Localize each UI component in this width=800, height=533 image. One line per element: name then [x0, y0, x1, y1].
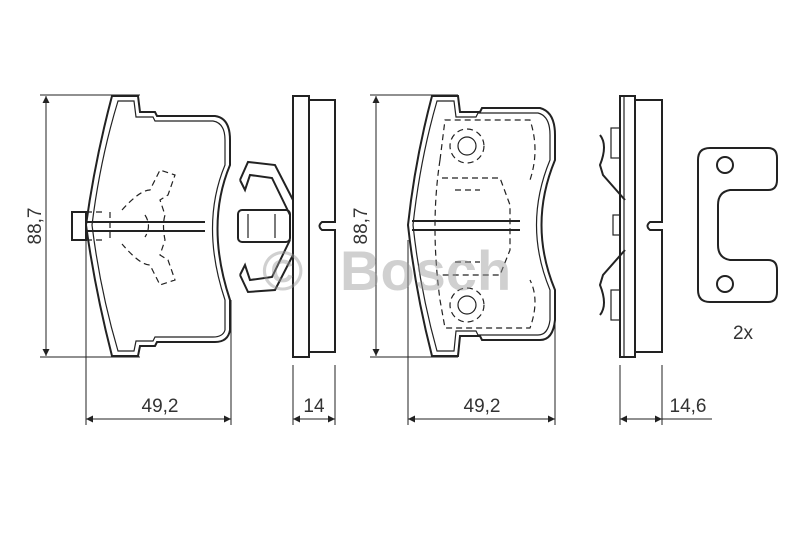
pad2-thickness-label: 14,6 [670, 396, 707, 417]
pad2-height-dimension: 88,7 [351, 94, 458, 358]
shim-hole-icon [716, 275, 734, 293]
pad1-height-label: 88,7 [25, 208, 46, 245]
pad1-thickness-label: 14 [303, 396, 325, 417]
pad2-front-view [406, 95, 556, 357]
pad2-height-label: 88,7 [351, 208, 372, 245]
svg-text:©: © [262, 239, 303, 302]
shim-quantity-label: 2x [733, 323, 754, 344]
retaining-clip [237, 160, 294, 294]
pad1-width-label: 49,2 [142, 396, 179, 417]
pad2-width-label: 49,2 [464, 396, 501, 417]
pad1-front-view [71, 95, 231, 357]
pad1-height-dimension: 88,7 [25, 94, 140, 358]
pad1-side-view: 14 [292, 95, 336, 425]
shim-plate: 2x [697, 147, 778, 344]
pad2-side-view: 14,6 [598, 95, 712, 425]
bosch-watermark: © Bosch [262, 239, 511, 302]
shim-hole-icon [716, 156, 734, 174]
pad2-width-dimension: 49,2 [407, 240, 556, 425]
pad1-width-dimension: 49,2 [85, 240, 232, 425]
svg-text:Bosch: Bosch [340, 239, 511, 302]
